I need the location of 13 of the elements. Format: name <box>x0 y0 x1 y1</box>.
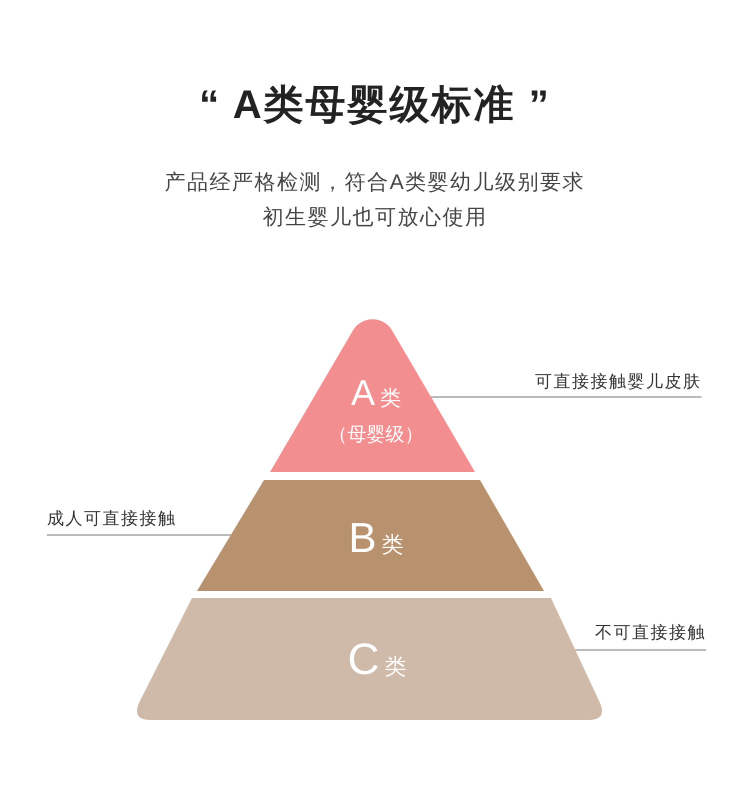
tier-label: A类 <box>351 375 401 411</box>
trapezoid-tier <box>197 480 544 591</box>
callout-text: 不可直接接触 <box>595 623 706 650</box>
triangle-tier <box>270 319 475 472</box>
leader-line <box>430 396 702 398</box>
callout-text: 成人可直接接触 <box>47 509 176 535</box>
subtitle-text: 产品经严格检测，符合A类婴幼儿级别要求初生婴儿也可放心使用 <box>164 170 586 231</box>
tier-sublabel: （母婴级） <box>328 426 424 444</box>
title: “ A类母婴级标准 ” <box>199 82 551 129</box>
leader-line <box>46 534 232 536</box>
tier-label: B类 <box>348 517 404 559</box>
tier-label: C类 <box>348 638 406 682</box>
callout-text: 可直接接触婴儿皮肤 <box>535 372 702 397</box>
